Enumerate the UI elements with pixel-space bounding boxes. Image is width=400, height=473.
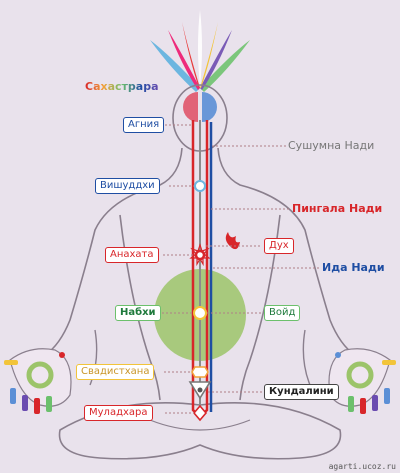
svadisthana-label: Свадистхана	[76, 364, 155, 380]
left-hand-icon	[4, 348, 72, 414]
svadisthana-chakra-icon	[191, 366, 209, 378]
muladhara-chakra-icon	[192, 404, 208, 422]
anahata-label: Анахата	[105, 247, 159, 263]
vishuddhi-chakra-icon	[194, 180, 206, 192]
flame-icon	[225, 232, 240, 250]
right-hand-icon	[328, 348, 396, 414]
muladhara-label: Муладхара	[84, 405, 153, 421]
void-label: Войд	[264, 305, 301, 321]
dukh-label: Дух	[264, 238, 294, 254]
nabhi-chakra-icon	[193, 306, 207, 320]
connector-lines	[158, 124, 320, 414]
nabkhi-label: Набхи	[115, 305, 161, 321]
pingala-nadi-label: Пингала Нади	[292, 202, 383, 215]
vishuddhi-label: Вишуддхи	[95, 178, 160, 194]
watermark: agarti.ucoz.ru	[328, 462, 396, 471]
kundalini-label: Кундалини	[264, 384, 339, 400]
sushumna-nadi-label: Сушумна Нади	[288, 139, 375, 152]
sahasrara-flame-icon	[150, 10, 250, 92]
sahasrara-label: Сахастрара	[85, 80, 159, 93]
agniya-label: Агния	[123, 117, 165, 133]
ida-nadi-label: Ида Нади	[322, 261, 385, 274]
